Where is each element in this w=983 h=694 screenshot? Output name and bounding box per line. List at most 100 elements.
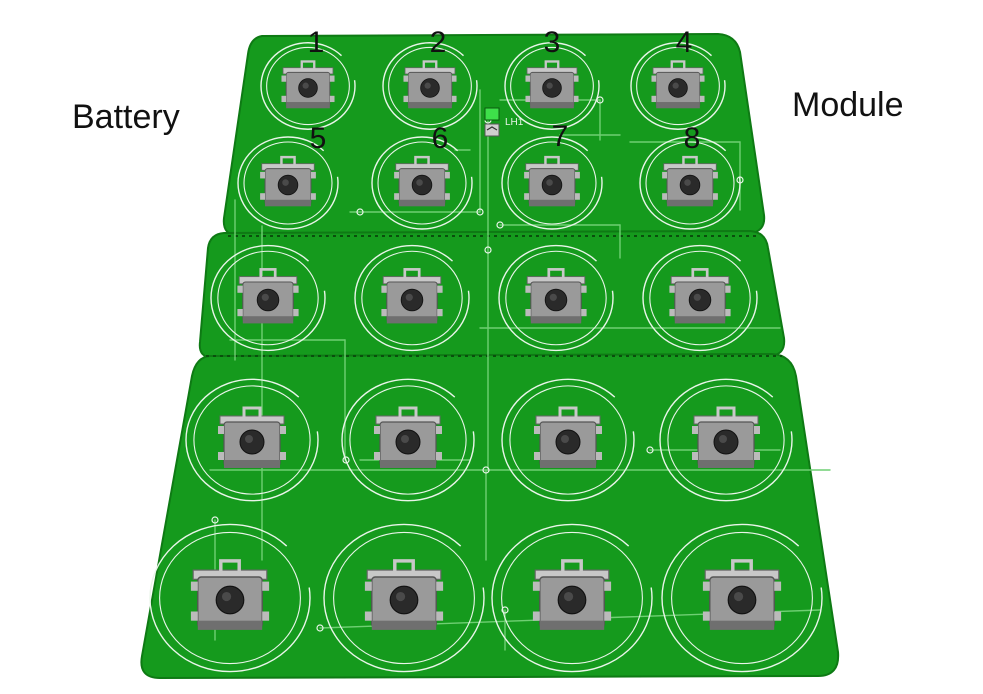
tactile-push-button-icon [394, 155, 450, 207]
cell-ring-outer [504, 42, 600, 130]
cell-ring-outer [501, 378, 635, 502]
battery-cell-2 [382, 42, 478, 130]
cell-ring-inner [510, 46, 594, 126]
cell-ring-outer [185, 378, 319, 502]
tactile-push-button-icon [525, 268, 587, 324]
cell-ring-inner [649, 250, 751, 346]
battery-cell-15 [501, 378, 635, 502]
cell-ring-outer [382, 42, 478, 130]
cell-ring-outer [149, 523, 311, 673]
via [476, 208, 484, 216]
battery-cell-8 [639, 136, 741, 230]
battery-cell-9 [210, 244, 326, 352]
tactile-push-button-icon [190, 559, 270, 630]
tactile-push-button-icon [364, 559, 444, 630]
cell-ring-outer [630, 42, 726, 130]
cell-ring-outer [210, 244, 326, 352]
tactile-push-button-icon [662, 155, 718, 207]
via [501, 606, 509, 614]
cell-number-7: 7 [552, 120, 569, 153]
battery-cell-6 [371, 136, 473, 230]
cell-ring-inner [507, 141, 597, 225]
cell-number-2: 2 [430, 26, 447, 59]
battery-label: Battery [72, 98, 180, 136]
led-designator: LH1 [505, 117, 524, 128]
cell-ring-outer [260, 42, 356, 130]
tactile-push-button-icon [669, 268, 731, 324]
cell-ring-inner [333, 531, 475, 665]
cell-ring-outer [371, 136, 473, 230]
tactile-push-button-icon [534, 406, 602, 468]
cell-ring-outer [642, 244, 758, 352]
via [316, 624, 324, 632]
battery-cell-4 [630, 42, 726, 130]
cell-number-8: 8 [684, 122, 701, 155]
tactile-push-button-icon [374, 406, 442, 468]
cell-ring-outer [661, 523, 823, 673]
tactile-push-button-icon [651, 60, 705, 109]
cell-ring-inner [361, 250, 463, 346]
cell-ring-inner [636, 46, 720, 126]
tactile-push-button-icon [260, 155, 316, 207]
cell-number-3: 3 [544, 26, 561, 59]
via [482, 466, 490, 474]
led-component: LH1 [484, 107, 524, 137]
via [356, 208, 364, 216]
tactile-push-button-icon [702, 559, 782, 630]
cell-ring-inner [159, 531, 301, 665]
cell-ring-inner [509, 385, 627, 495]
battery-cell-17 [149, 523, 311, 673]
cell-ring-inner [667, 385, 785, 495]
battery-cells [149, 42, 823, 673]
pcb-boards [140, 32, 840, 680]
tactile-push-button-icon [532, 559, 612, 630]
battery-cell-7 [501, 136, 603, 230]
cell-ring-inner [193, 385, 311, 495]
cell-ring-outer [323, 523, 485, 673]
module-label: Module [792, 86, 904, 124]
via [484, 246, 492, 254]
cell-ring-outer [237, 136, 339, 230]
cell-ring-inner [243, 141, 333, 225]
tactile-push-button-icon [692, 406, 760, 468]
cell-ring-outer [659, 378, 793, 502]
via [211, 516, 219, 524]
cell-number-5: 5 [310, 122, 327, 155]
cell-ring-outer [498, 244, 614, 352]
battery-cell-14 [341, 378, 475, 502]
tactile-push-button-icon [218, 406, 286, 468]
battery-cell-5 [237, 136, 339, 230]
cell-ring-outer [501, 136, 603, 230]
cell-ring-inner [377, 141, 467, 225]
battery-cell-12 [642, 244, 758, 352]
smd-led-base [484, 123, 500, 137]
cell-ring-inner [501, 531, 643, 665]
battery-cell-10 [354, 244, 470, 352]
cell-ring-outer [639, 136, 741, 230]
via [496, 221, 504, 229]
battery-cell-11 [498, 244, 614, 352]
cell-ring-inner [266, 46, 350, 126]
cell-ring-inner [505, 250, 607, 346]
smd-led-icon [484, 107, 500, 121]
battery-cell-16 [659, 378, 793, 502]
via [646, 446, 654, 454]
cell-ring-outer [341, 378, 475, 502]
tactile-push-button-icon [525, 60, 579, 109]
battery-cell-18 [323, 523, 485, 673]
battery-cell-19 [491, 523, 653, 673]
cell-number-4: 4 [676, 26, 693, 59]
cell-ring-inner [645, 141, 735, 225]
battery-cell-1 [260, 42, 356, 130]
cell-ring-inner [217, 250, 319, 346]
tactile-push-button-icon [524, 155, 580, 207]
tactile-push-button-icon [381, 268, 443, 324]
cell-ring-outer [491, 523, 653, 673]
cell-ring-inner [349, 385, 467, 495]
cell-ring-inner [388, 46, 472, 126]
tactile-push-button-icon [403, 60, 457, 109]
battery-cell-20 [661, 523, 823, 673]
cell-number-6: 6 [432, 122, 449, 155]
